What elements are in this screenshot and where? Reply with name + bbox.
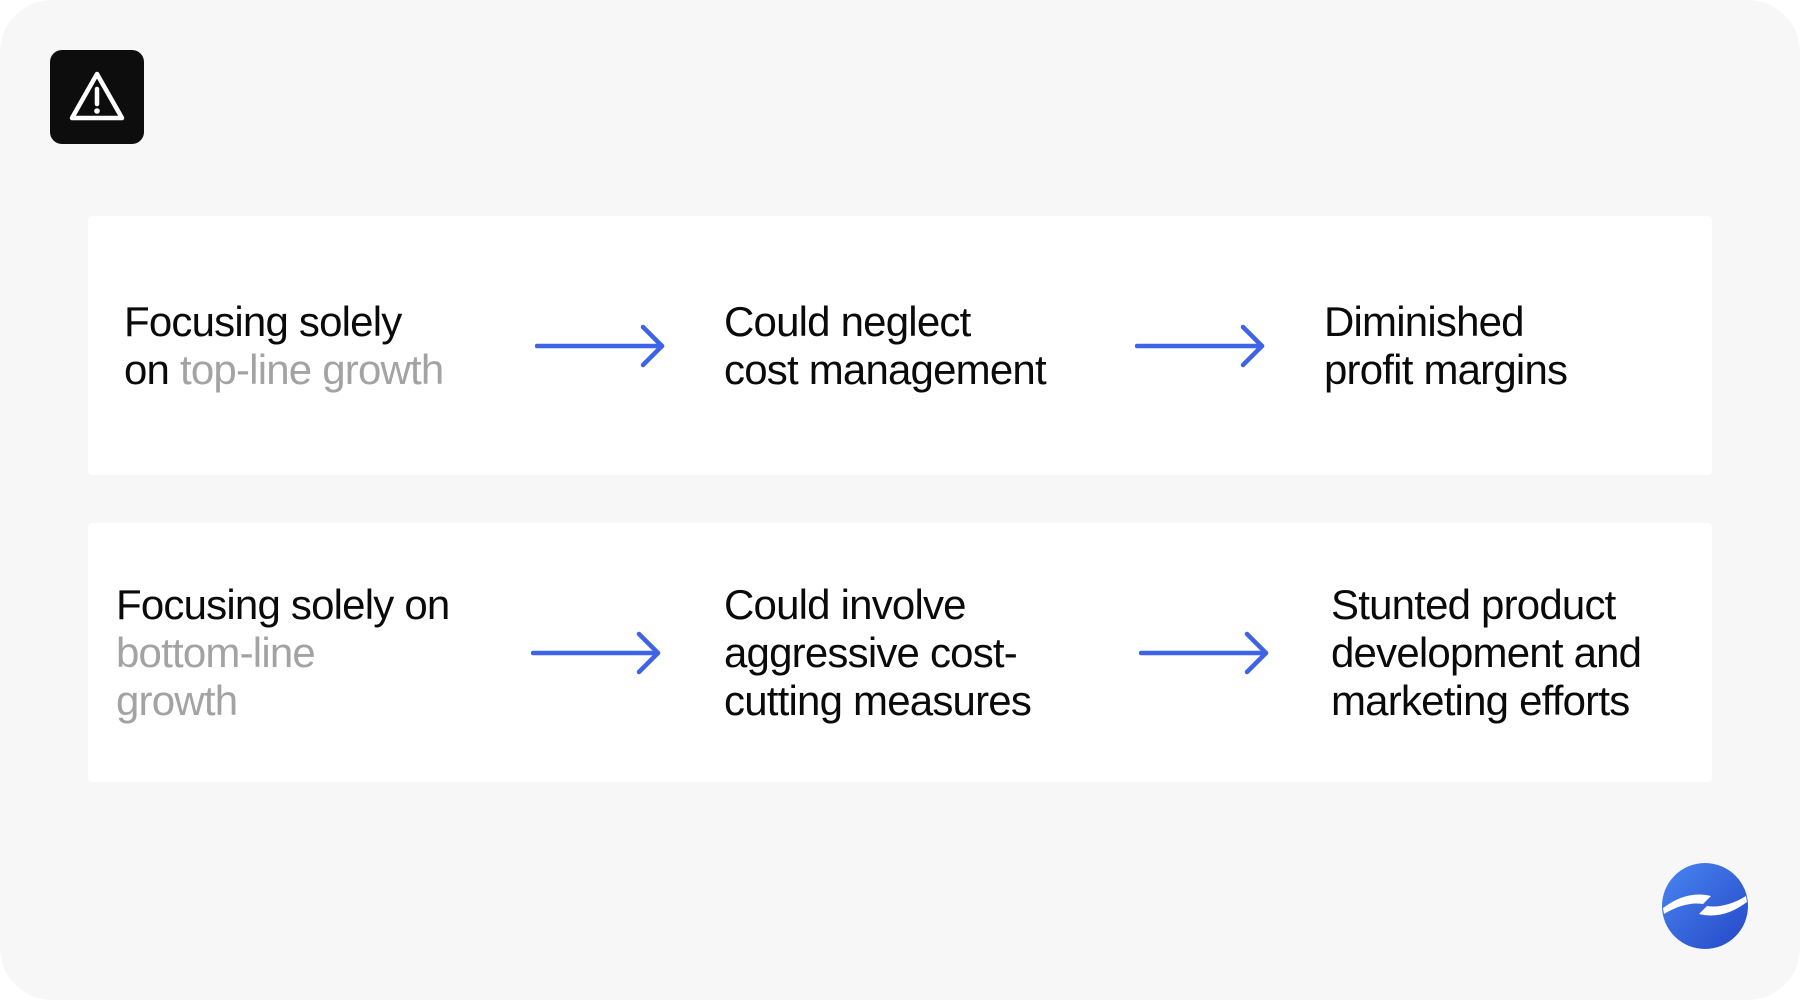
effect-line-1: Could involve bbox=[724, 580, 967, 628]
arrow-right-icon bbox=[1135, 319, 1267, 373]
arrow-right-icon bbox=[1139, 626, 1271, 680]
cause-line-2-prefix: on bbox=[124, 345, 180, 393]
cause-highlight: top-line growth bbox=[180, 345, 444, 393]
arrow-right-icon bbox=[535, 319, 667, 373]
cause-highlight-line-2: growth bbox=[116, 676, 238, 724]
cause-text: Focusing solely on top-line growth bbox=[124, 297, 444, 394]
result-line-2: profit margins bbox=[1324, 345, 1568, 393]
arrow-right-icon bbox=[531, 626, 663, 680]
result-line-1: Stunted product bbox=[1331, 580, 1616, 628]
result-text: Diminished profit margins bbox=[1324, 297, 1568, 394]
result-text: Stunted product development and marketin… bbox=[1331, 580, 1642, 725]
flow-row-bottom-line: Focusing solely on bottom-line growth Co… bbox=[88, 523, 1712, 782]
cause-line-1: Focusing solely on bbox=[116, 580, 450, 628]
cause-highlight-line-1: bottom-line bbox=[116, 628, 316, 676]
warning-badge bbox=[50, 50, 144, 144]
cause-step: Focusing solely on top-line growth bbox=[124, 216, 444, 475]
effect-text: Could neglect cost management bbox=[724, 297, 1047, 394]
result-line-3: marketing efforts bbox=[1331, 676, 1630, 724]
effect-line-3: cutting measures bbox=[724, 676, 1032, 724]
brand-globe-logo bbox=[1661, 862, 1749, 950]
flow-row-top-line: Focusing solely on top-line growth Could… bbox=[88, 216, 1712, 475]
effect-line-1: Could neglect bbox=[724, 297, 971, 345]
result-step: Diminished profit margins bbox=[1324, 216, 1568, 475]
effect-text: Could involve aggressive cost- cutting m… bbox=[724, 580, 1032, 725]
result-step: Stunted product development and marketin… bbox=[1331, 523, 1642, 782]
warning-triangle-icon bbox=[69, 71, 125, 121]
effect-line-2: cost management bbox=[724, 345, 1047, 393]
cause-line-1: Focusing solely bbox=[124, 297, 402, 345]
cause-text: Focusing solely on bottom-line growth bbox=[116, 580, 450, 725]
result-line-2: development and bbox=[1331, 628, 1642, 676]
effect-step: Could neglect cost management bbox=[724, 216, 1047, 475]
effect-step: Could involve aggressive cost- cutting m… bbox=[724, 523, 1032, 782]
effect-line-2: aggressive cost- bbox=[724, 628, 1018, 676]
result-line-1: Diminished bbox=[1324, 297, 1525, 345]
cause-step: Focusing solely on bottom-line growth bbox=[116, 523, 450, 782]
